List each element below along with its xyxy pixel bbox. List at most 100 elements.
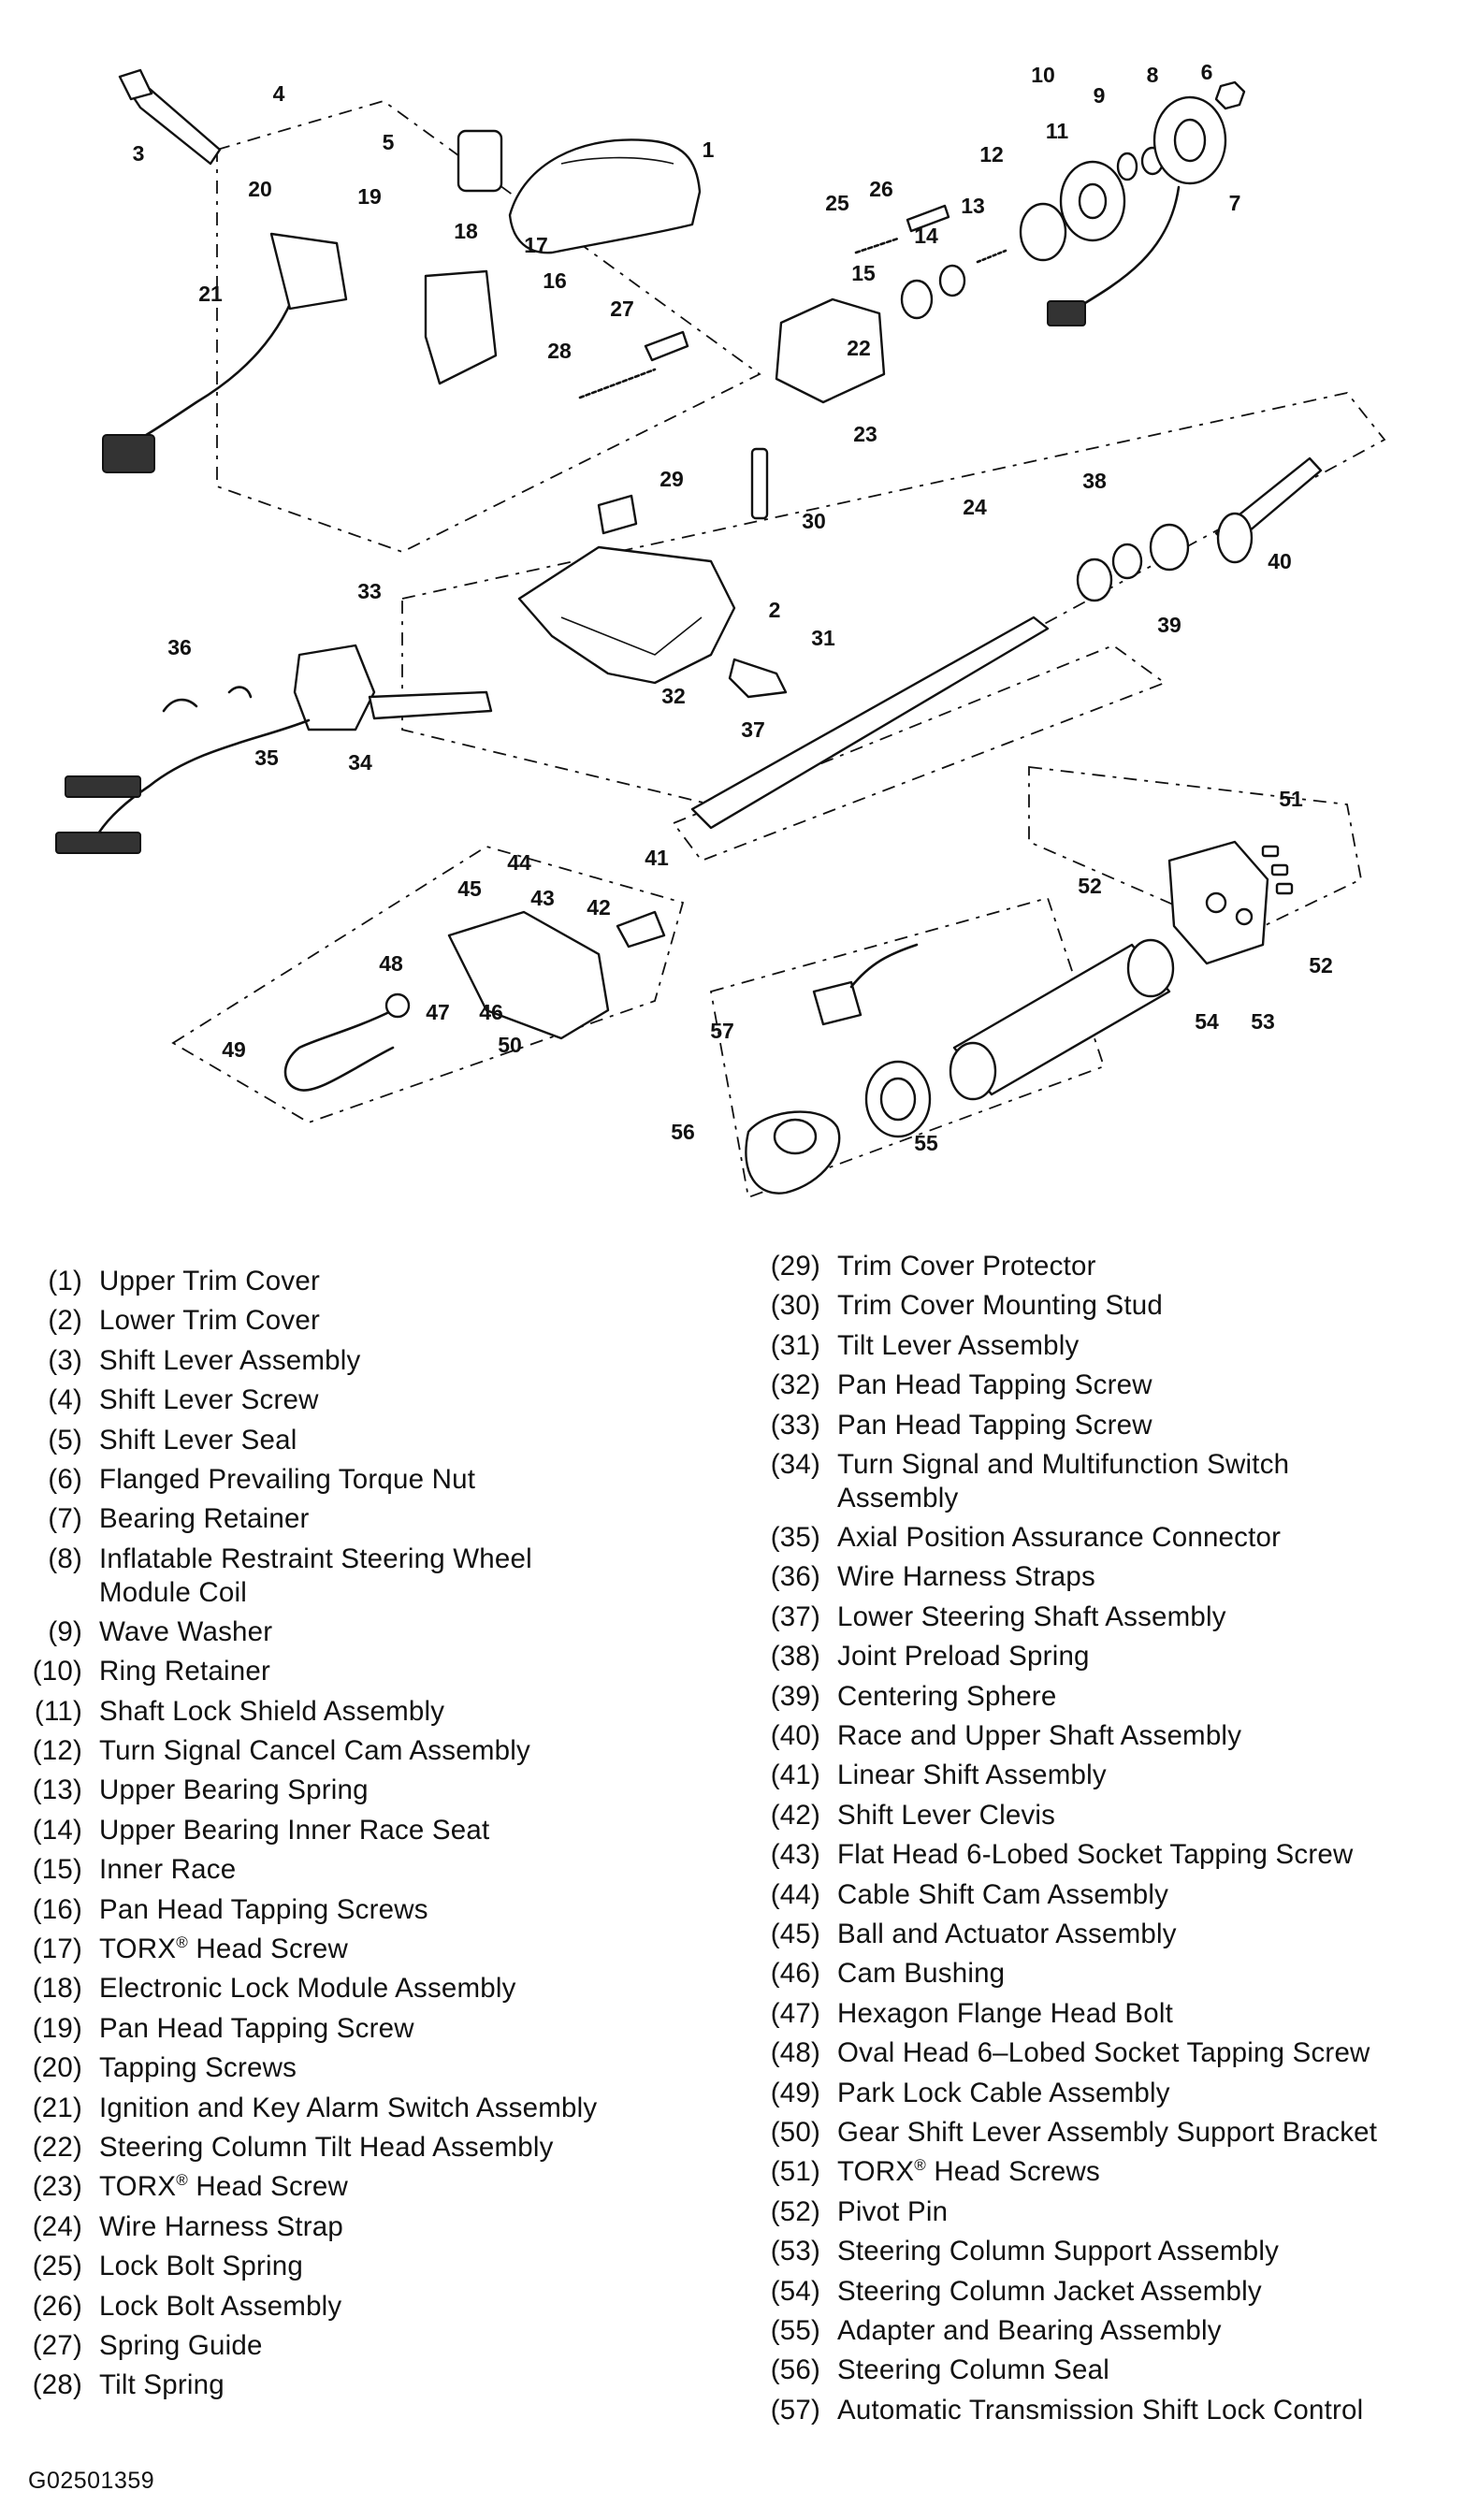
legend-item: (38) Joint Preload Spring (744, 1640, 1436, 1673)
callout-55: 55 (914, 1131, 938, 1155)
legend-label: Oval Head 6–Lobed Socket Tapping Screw (837, 2037, 1370, 2069)
legend-label: Joint Preload Spring (837, 1641, 1090, 1673)
legend-number: (23) (32, 2171, 82, 2203)
legend-label: Cam Bushing (837, 1958, 1006, 1990)
legend-label: Inner Race (99, 1854, 237, 1886)
figure-id: G02501359 (28, 2468, 155, 2494)
callout-42: 42 (587, 895, 611, 920)
flanged-torque-nut (1214, 80, 1246, 110)
legend-number: (54) (770, 2275, 820, 2307)
legend-label: Spring Guide (99, 2330, 263, 2361)
legend-label: Linear Shift Assembly (837, 1760, 1107, 1791)
legend-label: Bearing Retainer (99, 1503, 310, 1535)
callout-10: 10 (1031, 63, 1055, 87)
callout-52: 52 (1309, 953, 1333, 978)
legend-label: Park Lock Cable Assembly (837, 2077, 1170, 2108)
shift-lock-control (812, 980, 862, 1026)
legend-label: Flat Head 6-Lobed Socket Tapping Screw (837, 1839, 1354, 1871)
legend-item: (51)TORX® Head Screws (744, 2155, 1436, 2189)
legend-number: (15) (32, 1854, 82, 1886)
legend-label: Trim Cover Mounting Stud (837, 1290, 1163, 1322)
joint-preload-spring (1111, 543, 1143, 580)
legend-number: (50) (770, 2117, 820, 2148)
callout-50: 50 (498, 1033, 522, 1057)
legend-item: (34)Turn Signal and Multifunction Switch… (744, 1448, 1436, 1515)
tilt-head-assembly (775, 297, 886, 404)
jacket-group-boundary (709, 896, 1106, 1199)
callout-1: 1 (703, 138, 715, 162)
legend-label: Upper Bearing Inner Race Seat (99, 1814, 490, 1846)
legend-item: (1)Upper Trim Cover (0, 1265, 698, 1298)
legend-label: TORX® Head Screw (99, 2171, 349, 2203)
legend-item: (47)Hexagon Flange Head Bolt (744, 1997, 1436, 2031)
callout-37: 37 (741, 717, 765, 742)
legend-item: (25)Lock Bolt Spring (0, 2250, 698, 2283)
legend-label: Electronic Lock Module Assembly (99, 1973, 516, 2005)
callout-5: 5 (383, 130, 395, 154)
legend-number: (44) (770, 1878, 820, 1910)
legend-label: Pan Head Tapping Screw (837, 1369, 1152, 1401)
callout-4: 4 (273, 81, 285, 106)
legend-item: (32)Pan Head Tapping Screw (744, 1369, 1436, 1402)
legend-item: (46)Cam Bushing (744, 1957, 1436, 1991)
callout-8: 8 (1147, 63, 1159, 87)
callout-12: 12 (979, 142, 1004, 167)
legend-number: (4) (48, 1384, 82, 1416)
callout-9: 9 (1094, 83, 1106, 108)
callout-21: 21 (198, 282, 223, 306)
callout-41: 41 (645, 846, 669, 870)
legend-label: Shaft Lock Shield Assembly (99, 1695, 445, 1727)
legend-item: (33)Pan Head Tapping Screw (744, 1409, 1436, 1442)
callout-19: 19 (357, 184, 382, 209)
legend-label: Inflatable Restraint Steering Wheel Modu… (99, 1542, 532, 1608)
legend-item: (26)Lock Bolt Assembly (0, 2290, 698, 2324)
legend-label: Steering Column Tilt Head Assembly (99, 2132, 554, 2163)
legend-item: (55)Adapter and Bearing Assembly (744, 2314, 1436, 2348)
callout-3: 3 (133, 141, 145, 166)
legend-item: (48)Oval Head 6–Lobed Socket Tapping Scr… (744, 2036, 1436, 2070)
callout-54: 54 (1195, 1009, 1219, 1034)
legend-item: (4)Shift Lever Screw (0, 1383, 698, 1417)
legend-item: (30) Trim Cover Mounting Stud (744, 1289, 1436, 1323)
legend-number: (30) (770, 1290, 820, 1322)
legend-item: (12)Turn Signal Cancel Cam Assembly (0, 1734, 698, 1768)
legend-number: (3) (48, 1344, 82, 1376)
ring-retainer (1116, 152, 1138, 181)
legend-label: Pan Head Tapping Screw (837, 1409, 1152, 1441)
legend-label: Cable Shift Cam Assembly (837, 1878, 1169, 1910)
legend-label: Lower Trim Cover (99, 1305, 320, 1337)
column-support-group-boundary (1028, 765, 1363, 936)
legend-label: TORX® Head Screws (837, 2156, 1100, 2188)
legend-label: Ball and Actuator Assembly (837, 1919, 1177, 1949)
callout-46: 46 (479, 1000, 503, 1024)
callout-23: 23 (853, 422, 877, 446)
legend-item: (42)Shift Lever Clevis (744, 1799, 1436, 1832)
legend-number: (38) (770, 1641, 820, 1673)
inner-race (900, 279, 934, 320)
legend-number: (20) (32, 2052, 82, 2084)
callout-53: 53 (1251, 1009, 1275, 1034)
legend-label: Gear Shift Lever Assembly Support Bracke… (837, 2117, 1378, 2148)
callout-31: 31 (811, 626, 835, 650)
legend-label: Pan Head Tapping Screw (99, 2012, 414, 2044)
legend-item: (19)Pan Head Tapping Screw (0, 2012, 698, 2046)
callout-38: 38 (1082, 469, 1107, 493)
legend-item: (5)Shift Lever Seal (0, 1424, 698, 1457)
legend-number: (43) (770, 1839, 820, 1871)
legend-item: (37)Lower Steering Shaft Assembly (744, 1600, 1436, 1634)
legend-label: Hexagon Flange Head Bolt (837, 1997, 1174, 2029)
legend-number: (27) (32, 2330, 82, 2361)
callout-45: 45 (457, 876, 482, 901)
legend-number: (52) (770, 2195, 820, 2227)
shift-lever-seal (457, 129, 503, 193)
legend-item: (14)Upper Bearing Inner Race Seat (0, 1814, 698, 1847)
legend-item: (35)Axial Position Assurance Connector (744, 1521, 1436, 1555)
legend-number: (40) (770, 1720, 820, 1751)
callout-33: 33 (357, 579, 382, 603)
callout-56: 56 (671, 1120, 695, 1144)
legend-item: (16)Pan Head Tapping Screws (0, 1893, 698, 1927)
legend-item: (27) Spring Guide (0, 2329, 698, 2363)
legend-item: (18)Electronic Lock Module Assembly (0, 1972, 698, 2006)
legend-label: Upper Trim Cover (99, 1266, 320, 1296)
